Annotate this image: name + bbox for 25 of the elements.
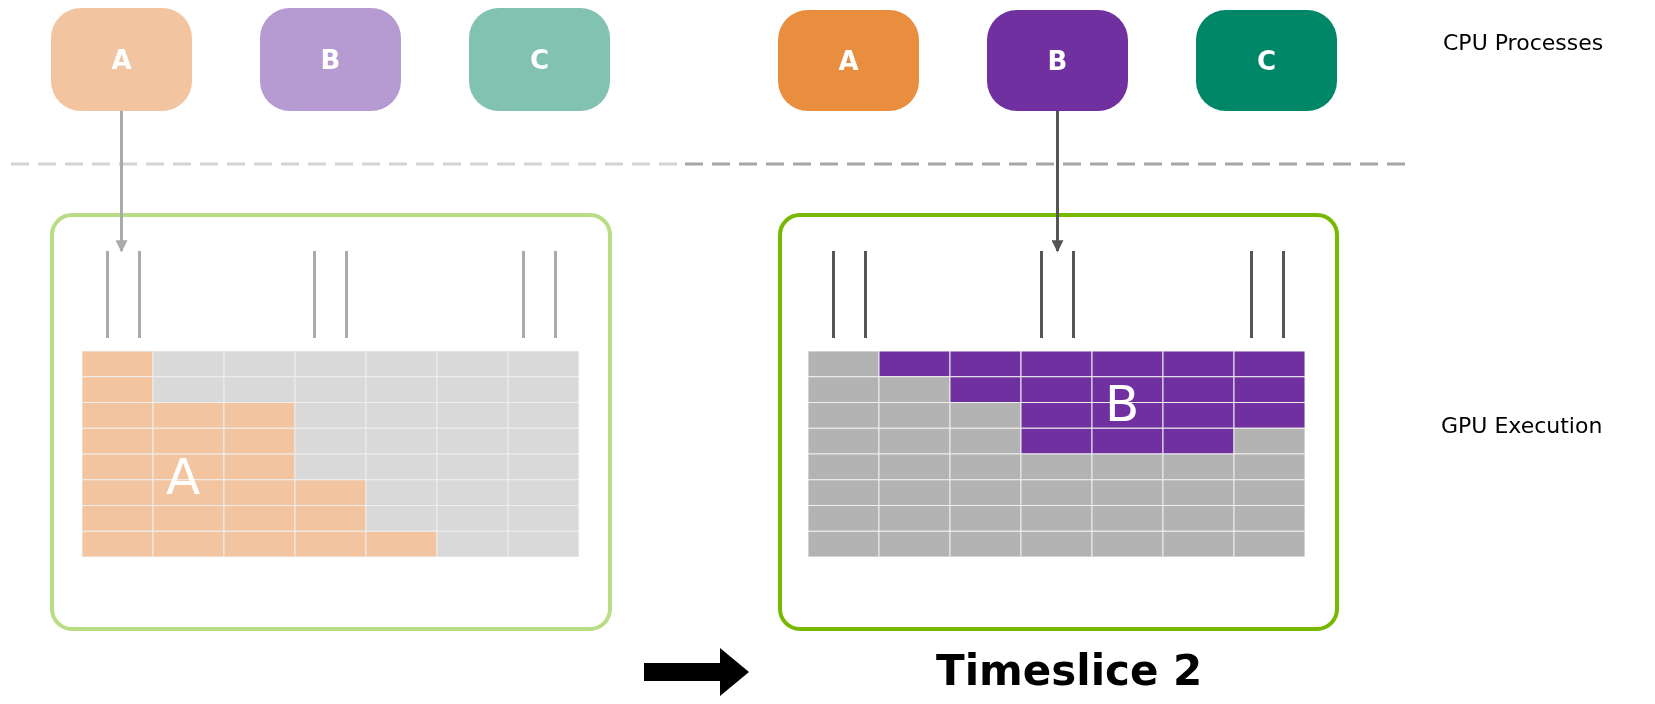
process-label: B [320, 44, 341, 75]
process-box [778, 10, 919, 111]
process-box [51, 8, 192, 111]
process-label: A [838, 45, 859, 76]
process-label: A [111, 44, 132, 75]
arrow [115, 111, 128, 253]
tick-mark-pair [1250, 251, 1285, 338]
process-box [987, 10, 1128, 111]
row-label: GPU Execution [1441, 413, 1603, 438]
tick-mark-pair [313, 251, 348, 338]
tick-mark-pair [1040, 251, 1075, 338]
gpu-panel [778, 213, 1339, 631]
process-label: C [1256, 45, 1277, 76]
process-box [260, 8, 401, 111]
tick-mark-pair [522, 251, 557, 338]
row-label: CPU Processes [1443, 30, 1604, 55]
gpu-panel [50, 213, 612, 631]
arrow [1051, 111, 1064, 253]
process-label: C [529, 44, 550, 75]
timeslice-title: Timeslice 2 [936, 646, 1203, 695]
process-box [1196, 10, 1337, 111]
process-box [469, 8, 610, 111]
tick-mark-pair [106, 251, 141, 338]
tick-mark-pair [832, 251, 867, 338]
process-label: B [1047, 45, 1068, 76]
